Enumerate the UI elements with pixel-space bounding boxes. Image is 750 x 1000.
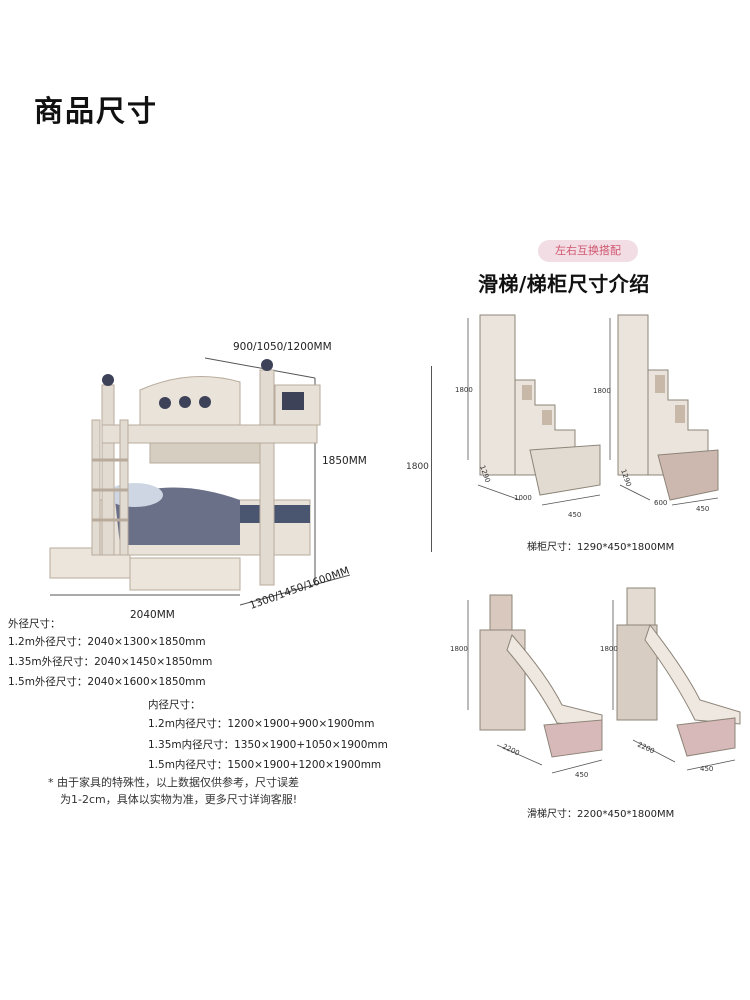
ladder-rail — [91, 419, 101, 556]
outer-row-2: 1.35m外径尺寸：2040×1450×1850mm — [8, 656, 213, 668]
bed-width-label: 900/1050/1200MM — [233, 341, 332, 353]
stair-cabinet-1 — [467, 314, 601, 506]
cab1-base: 450 — [568, 511, 582, 519]
drawer-right — [129, 557, 241, 591]
depth-dim-line — [239, 574, 351, 606]
upper-frame — [101, 424, 318, 444]
post-right — [259, 369, 275, 586]
outer-row-1: 1.2m外径尺寸：2040×1300×1850mm — [8, 636, 206, 648]
slide2-base: 450 — [700, 765, 714, 773]
bunk-bed-illustration — [49, 357, 351, 606]
post-cap-left — [102, 374, 114, 386]
bed-height-label: 1850MM — [322, 455, 367, 467]
note-line-2: 为1-2cm，具体以实物为准，更多尺寸详询客服! — [60, 793, 298, 806]
cab2-base: 450 — [696, 505, 710, 513]
slide1-height: 1800 — [450, 645, 468, 653]
inner-heading: 内径尺寸： — [148, 699, 201, 711]
swap-badge: 左右互换搭配 — [538, 240, 638, 262]
slide-1 — [467, 594, 603, 774]
slide-2 — [612, 587, 741, 771]
page-title: 商品尺寸 — [34, 94, 159, 128]
width-dim-line — [204, 357, 316, 379]
stair-cabinet-2 — [609, 314, 719, 506]
pillow — [107, 483, 163, 507]
inner-row-1: 1.2m内径尺寸：1200×1900+900×1900mm — [148, 718, 375, 730]
post-left — [101, 384, 115, 556]
slide-caption: 滑梯尺寸：2200*450*1800MM — [527, 809, 675, 820]
cab2-height: 1800 — [593, 387, 611, 395]
slide2-height: 1800 — [600, 645, 618, 653]
outer-heading: 外径尺寸： — [8, 618, 61, 630]
bed-length-label: 2040MM — [130, 609, 175, 621]
lower-guardrail — [240, 505, 310, 523]
cab2-width: 600 — [654, 499, 668, 507]
cab1-width: 1000 — [514, 494, 532, 502]
note-line-1: * 由于家具的特殊性，以上数据仅供参考，尺寸误差 — [48, 776, 299, 789]
cab1-height: 1800 — [455, 386, 473, 394]
inner-row-2: 1.35m内径尺寸：1350×1900+1050×1900mm — [148, 739, 388, 751]
cabinet-caption: 梯柜尺寸：1290*450*1800MM — [527, 542, 675, 553]
total-height-line — [431, 366, 432, 552]
total-height-label: 1800 — [406, 462, 429, 472]
stairs-section-title: 滑梯/梯柜尺寸介绍 — [478, 272, 650, 296]
shelf — [149, 442, 261, 464]
post-cap-right — [261, 359, 273, 371]
slide1-base: 450 — [575, 771, 589, 779]
outer-row-3: 1.5m外径尺寸：2040×1600×1850mm — [8, 676, 206, 688]
inner-row-3: 1.5m内径尺寸：1500×1900+1200×1900mm — [148, 759, 382, 771]
